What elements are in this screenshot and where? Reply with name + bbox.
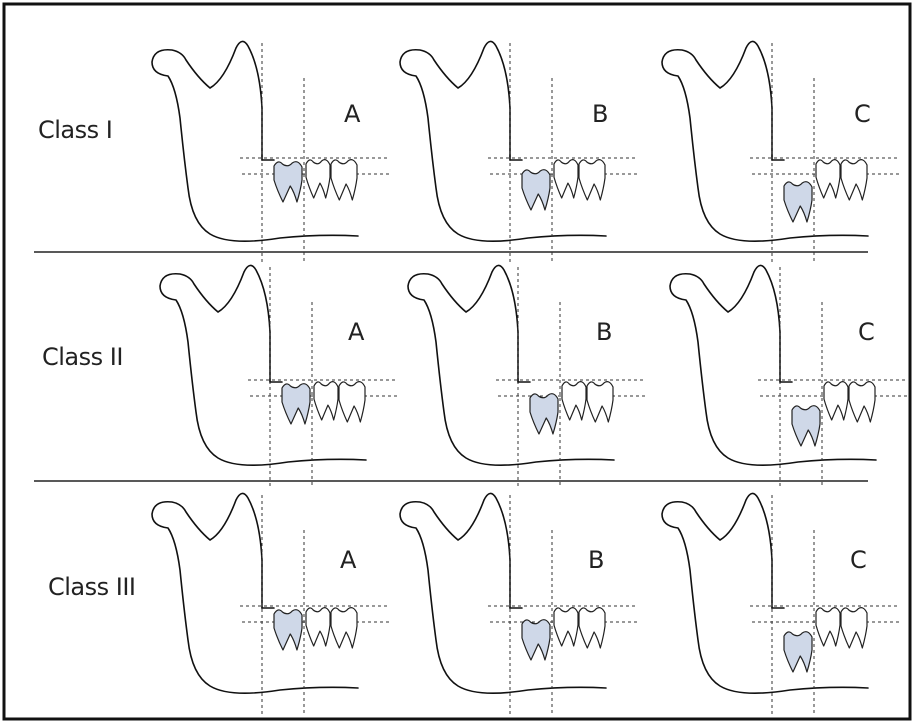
row-label: Class II — [42, 343, 123, 371]
panel-letter: C — [850, 546, 867, 574]
row-label: Class III — [48, 573, 136, 601]
panel-letter: A — [340, 546, 357, 574]
panel-letter: A — [348, 318, 365, 346]
panel-letter: B — [592, 100, 608, 128]
panel-letter: C — [854, 100, 871, 128]
panel-letter: B — [596, 318, 612, 346]
panel-letter: C — [858, 318, 875, 346]
panel-letter: A — [344, 100, 361, 128]
panel-letter: B — [588, 546, 604, 574]
figure-frame — [4, 4, 910, 719]
row-label: Class I — [38, 116, 112, 144]
